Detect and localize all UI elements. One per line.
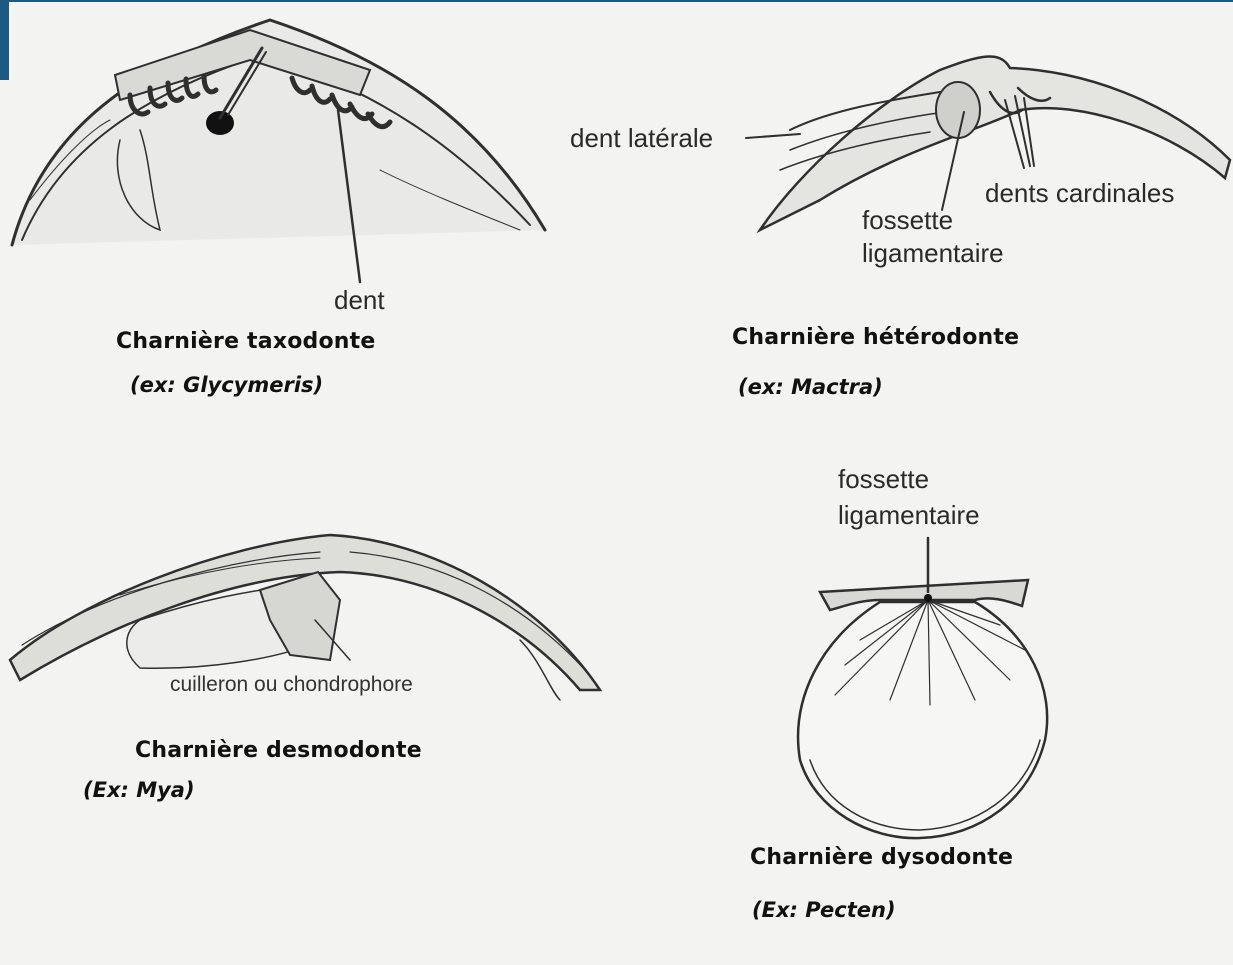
heterodont-cardinal-teeth-label: dents cardinales [985, 177, 1174, 209]
heterodont-caption: Charnière hétérodonte [732, 325, 1019, 350]
desmodont-caption: Charnière desmodonte [135, 738, 422, 763]
taxodont-example: (ex: Glycymeris) [130, 373, 323, 397]
heterodont-ligament-pit-line1: fossette [862, 204, 953, 236]
taxodont-shell-drawing [12, 20, 545, 282]
desmodont-example: (Ex: Mya) [83, 778, 195, 802]
taxodont-dent-label: dent [334, 284, 385, 316]
heterodont-lateral-tooth-label: dent latérale [570, 122, 713, 154]
dysodont-caption: Charnière dysodonte [750, 845, 1013, 870]
taxodont-caption: Charnière taxodonte [116, 329, 376, 354]
dysodont-shell-drawing [798, 538, 1047, 838]
dysodont-ligament-pit-line1: fossette [838, 463, 929, 495]
heterodont-ligament-pit-line2: ligamentaire [862, 237, 1004, 269]
desmodont-chondrophore-label: cuilleron ou chondrophore [170, 672, 413, 698]
dysodont-example: (Ex: Pecten) [752, 898, 896, 922]
heterodont-example: (ex: Mactra) [738, 375, 883, 399]
dysodont-ligament-pit-line2: ligamentaire [838, 499, 980, 531]
